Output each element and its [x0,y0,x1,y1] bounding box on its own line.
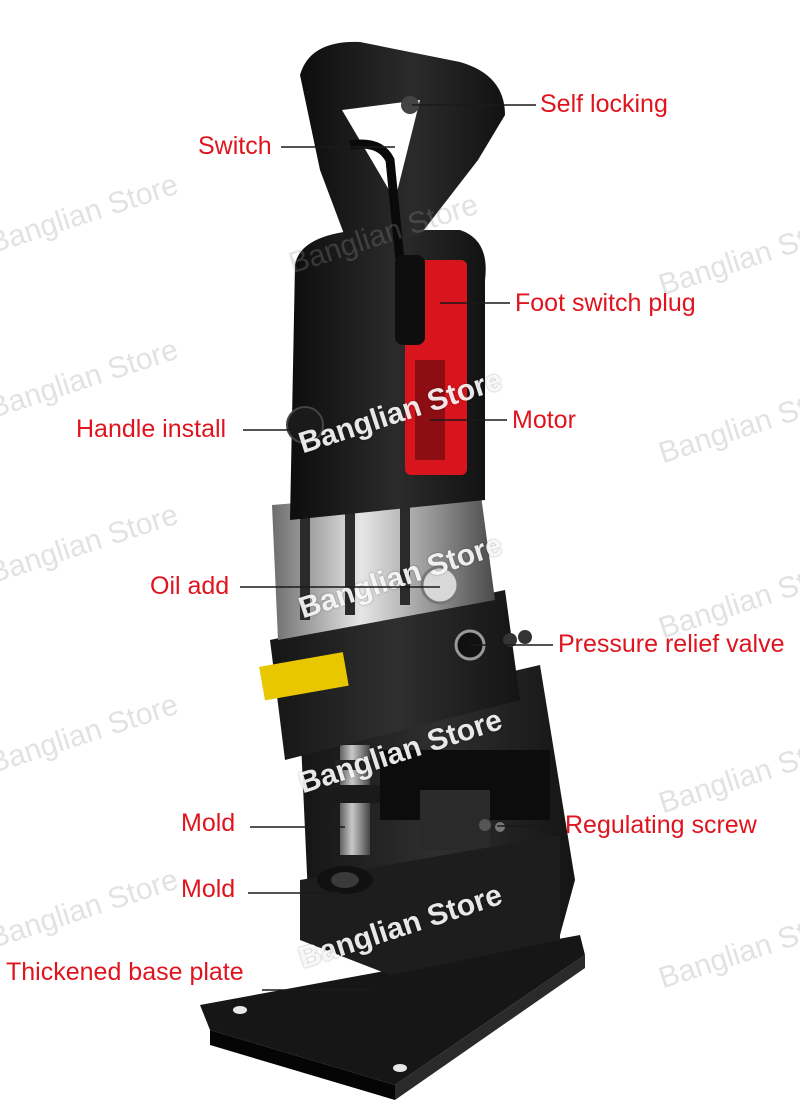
label-self-locking: Self locking [540,90,668,118]
label-oil-add: Oil add [150,572,230,600]
label-mold-lower: Mold [181,875,236,903]
label-foot-switch-plug: Foot switch plug [515,289,696,317]
cylinder-block [259,590,532,760]
label-handle-install: Handle install [76,415,227,443]
label-motor: Motor [512,406,576,434]
pump-section [272,488,495,640]
label-mold-upper: Mold [181,809,236,837]
label-regulating-screw: Regulating screw [565,811,757,839]
label-pressure-relief-valve: Pressure relief valve [558,630,785,658]
base-plate [200,934,585,1100]
label-switch: Switch [198,132,272,160]
punch-mold [320,745,380,855]
c-frame [300,665,575,975]
label-thickened-base-plate: Thickened base plate [6,958,244,986]
handle [300,41,505,345]
motor-body [286,230,486,520]
